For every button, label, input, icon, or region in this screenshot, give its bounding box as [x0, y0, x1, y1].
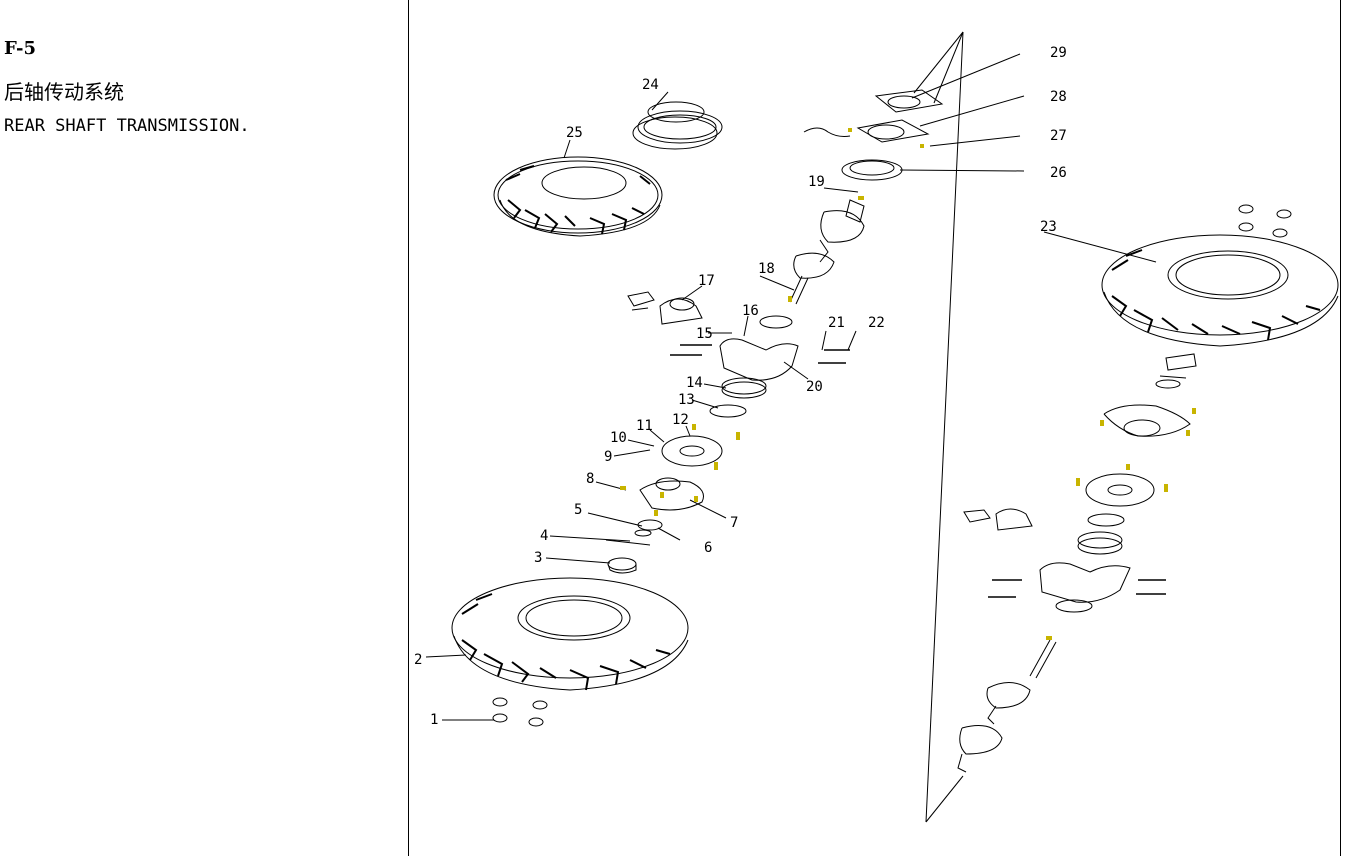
part-label-11: 11 — [636, 418, 653, 434]
part-label-3: 3 — [534, 550, 542, 566]
title-english: REAR SHAFT TRANSMISSION. — [4, 116, 250, 136]
part-label-7: 7 — [730, 515, 738, 531]
part-label-28: 28 — [1050, 89, 1067, 105]
part-label-5: 5 — [574, 502, 582, 518]
title-chinese: 后轴传动系统 — [4, 80, 124, 104]
lug-nuts-1 — [492, 204, 1292, 727]
knuckle-20 — [719, 315, 799, 381]
right-hub-assembly — [963, 353, 1197, 613]
bolts — [670, 344, 1166, 598]
part-label-26: 26 — [1050, 165, 1067, 181]
part-label-23: 23 — [1040, 219, 1057, 235]
title-panel: F-5 后轴传动系统 REAR SHAFT TRANSMISSION. — [0, 0, 408, 856]
part-label-14: 14 — [686, 375, 703, 391]
part-label-15: 15 — [696, 326, 713, 342]
part-label-17: 17 — [698, 273, 715, 289]
section-line — [925, 31, 964, 823]
part-label-2: 2 — [414, 652, 422, 668]
part-label-10: 10 — [610, 430, 627, 446]
part-label-21: 21 — [828, 315, 845, 331]
spline-3 — [607, 557, 637, 574]
part-label-8: 8 — [586, 471, 594, 487]
drive-shaft-upper — [789, 199, 865, 305]
ring-13 — [709, 404, 747, 418]
part-label-22: 22 — [868, 315, 885, 331]
figure-code: F-5 — [4, 38, 36, 59]
rim-24 — [632, 101, 723, 150]
bearing-14 — [721, 377, 767, 399]
part-label-6: 6 — [704, 540, 712, 556]
part-label-1: 1 — [430, 712, 438, 728]
part-label-12: 12 — [672, 412, 689, 428]
part-label-24: 24 — [642, 77, 659, 93]
diagram-frame — [408, 0, 1341, 856]
part-label-27: 27 — [1050, 128, 1067, 144]
drive-shaft-lower — [957, 639, 1057, 773]
tire-25 — [493, 156, 663, 237]
part-label-4: 4 — [540, 528, 548, 544]
part-label-29: 29 — [1050, 45, 1067, 61]
tire-2 — [451, 577, 689, 691]
part-label-20: 20 — [806, 379, 823, 395]
hub-plates-26-29 — [803, 89, 944, 181]
part-label-13: 13 — [678, 392, 695, 408]
part-label-16: 16 — [742, 303, 759, 319]
part-label-9: 9 — [604, 449, 612, 465]
part-label-25: 25 — [566, 125, 583, 141]
brake-disc-12 — [661, 435, 723, 467]
caliper-17 — [627, 291, 703, 325]
part-labels: 1 2 3 4 5 6 7 8 9 10 11 12 13 14 15 16 1… — [414, 45, 1067, 728]
nut-5 — [634, 529, 652, 537]
pin-4 — [605, 539, 651, 546]
part-label-18: 18 — [758, 261, 775, 277]
part-label-19: 19 — [808, 174, 825, 190]
tire-23 — [1101, 234, 1339, 347]
hub-7 — [639, 477, 704, 511]
leader-lines — [425, 53, 1157, 721]
accent-fasteners — [620, 128, 1196, 640]
